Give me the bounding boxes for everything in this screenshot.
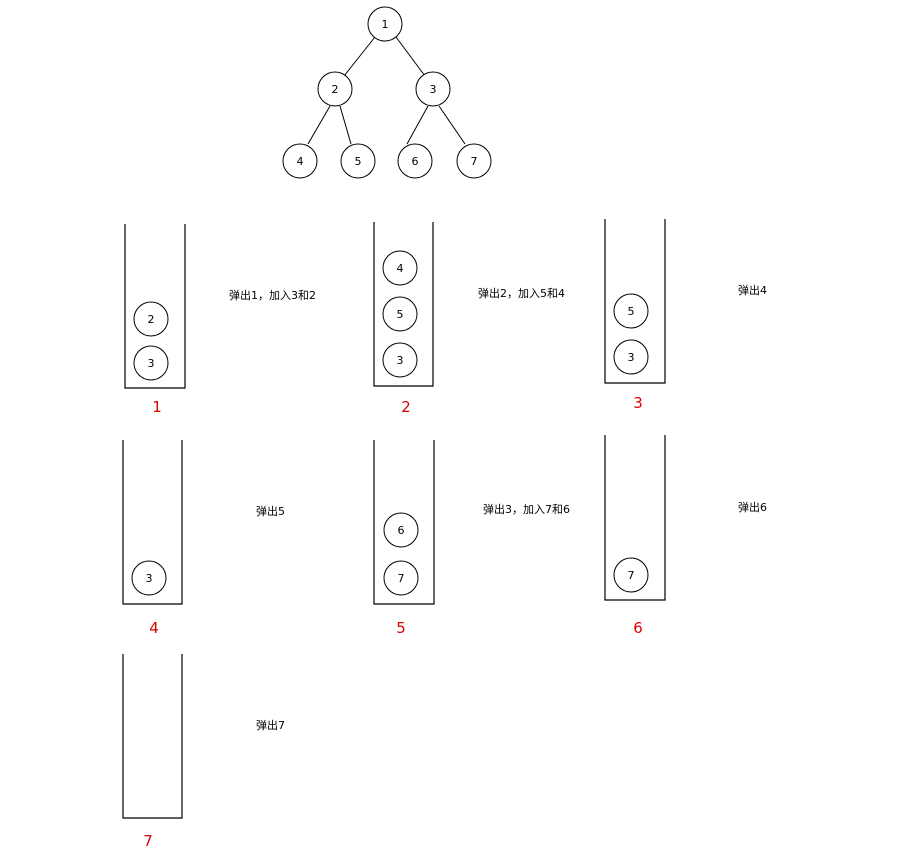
tree-node: 5 — [340, 143, 376, 179]
tree-node-label: 1 — [382, 18, 389, 31]
stack-element: 7 — [383, 560, 419, 596]
stack-element-label: 5 — [397, 308, 404, 321]
stack-container — [122, 654, 183, 819]
tree-node-label: 7 — [471, 155, 478, 168]
stack-element-label: 3 — [628, 351, 635, 364]
stack-element: 6 — [383, 512, 419, 548]
step-5: 6 7 弹出3，加入7和6 5 — [373, 440, 570, 637]
tree-nodes: 1 2 3 4 5 6 7 — [282, 6, 492, 179]
step-number: 1 — [152, 398, 162, 416]
stack-element: 5 — [382, 296, 418, 332]
stack-element-label: 6 — [398, 524, 405, 537]
binary-tree — [307, 36, 466, 145]
stack-element: 7 — [613, 557, 649, 593]
stack-element-label: 4 — [397, 262, 404, 275]
step-4: 3 弹出5 4 — [122, 440, 285, 637]
stack-element-label: 7 — [398, 572, 405, 585]
stack-container — [604, 435, 666, 601]
tree-edge — [339, 105, 352, 145]
stack-container — [124, 224, 186, 389]
tree-node: 2 — [317, 71, 353, 107]
step-caption: 弹出7 — [256, 718, 285, 732]
stack-element: 5 — [613, 293, 649, 329]
step-caption: 弹出3，加入7和6 — [483, 502, 570, 516]
tree-edge — [438, 105, 466, 145]
tree-node: 3 — [415, 71, 451, 107]
step-caption: 弹出5 — [256, 504, 285, 518]
tree-node-label: 6 — [412, 155, 419, 168]
tree-edge — [343, 36, 376, 77]
tree-node: 7 — [456, 143, 492, 179]
step-3: 5 3 弹出4 3 — [604, 219, 767, 412]
stack-element-label: 3 — [397, 354, 404, 367]
step-caption: 弹出2，加入5和4 — [478, 286, 565, 300]
tree-edge — [395, 36, 426, 77]
step-number: 7 — [143, 832, 153, 850]
stack-element-label: 3 — [148, 357, 155, 370]
step-6: 7 弹出6 6 — [604, 435, 767, 637]
stack-element-label: 5 — [628, 305, 635, 318]
stack-element: 2 — [133, 301, 169, 337]
tree-node: 6 — [397, 143, 433, 179]
stack-element-label: 7 — [628, 569, 635, 582]
stack-container — [373, 222, 434, 387]
tree-node-label: 4 — [297, 155, 304, 168]
step-number: 3 — [633, 394, 643, 412]
stack-element-label: 3 — [146, 572, 153, 585]
stack-container — [122, 440, 183, 605]
stack-element: 3 — [382, 342, 418, 378]
step-caption: 弹出6 — [738, 500, 767, 514]
step-2: 4 5 3 弹出2，加入5和4 2 — [373, 222, 565, 416]
step-7: 弹出7 7 — [122, 654, 285, 850]
stack-element: 4 — [382, 250, 418, 286]
tree-node: 1 — [367, 6, 403, 42]
stack-element: 3 — [613, 339, 649, 375]
step-number: 5 — [396, 619, 406, 637]
tree-node-label: 3 — [430, 83, 437, 96]
tree-node-label: 2 — [332, 83, 339, 96]
stack-element: 3 — [133, 345, 169, 381]
step-number: 2 — [401, 398, 411, 416]
stack-element: 3 — [131, 560, 167, 596]
tree-node: 4 — [282, 143, 318, 179]
step-caption: 弹出1，加入3和2 — [229, 288, 316, 302]
step-number: 4 — [149, 619, 159, 637]
stack-element-label: 2 — [148, 313, 155, 326]
stack-container — [604, 219, 666, 384]
step-number: 6 — [633, 619, 643, 637]
tree-edge — [406, 105, 429, 145]
tree-node-label: 5 — [355, 155, 362, 168]
stack-container — [373, 440, 435, 605]
step-1: 2 3 弹出1，加入3和2 1 — [124, 224, 316, 416]
tree-edge — [307, 105, 331, 145]
step-caption: 弹出4 — [738, 283, 767, 297]
